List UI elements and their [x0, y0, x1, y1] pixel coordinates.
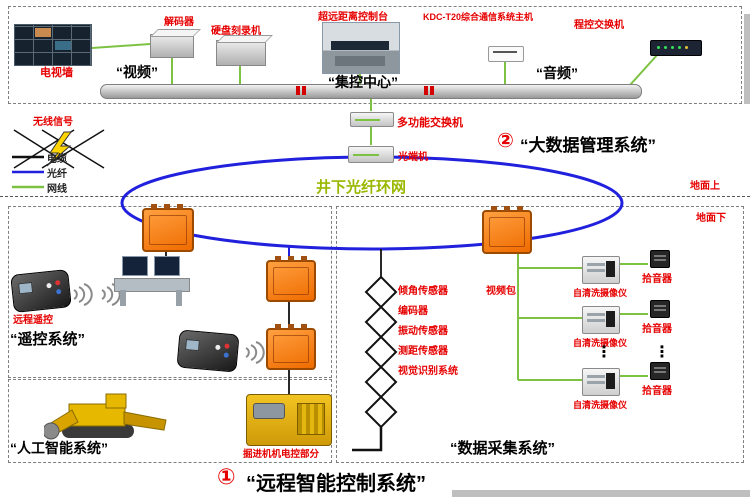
multi-switch-device [350, 112, 394, 127]
ellipsis-marker: ⋮ [596, 344, 612, 361]
pickup-label: 拾音器 [642, 324, 672, 335]
wifi-icon [245, 341, 265, 364]
remote-system-title: “遥控系统” [10, 331, 86, 348]
flameproof-box-device [142, 204, 194, 252]
optical-terminal-device [348, 146, 394, 163]
sensor-label: 编码器 [398, 306, 428, 317]
roadheader-image [42, 382, 179, 444]
ground-divider-line [0, 196, 750, 197]
self-cleaning-camera-device [582, 368, 620, 396]
camera-label: 自清洗摄像仪 [572, 288, 627, 298]
multi-switch-label: 多功能交换机 [397, 117, 463, 129]
daq-system-title: “数据采集系统” [450, 440, 556, 457]
pickup-device [650, 250, 670, 268]
big-data-title: “大数据管理系统” [520, 136, 656, 155]
camera-label: 自清洗摄像仪 [572, 400, 627, 410]
flameproof-box-device [482, 206, 532, 254]
pickup-label: 拾音器 [642, 274, 672, 285]
flameproof-box-device [266, 324, 316, 370]
desk-leg [120, 290, 126, 306]
sensor-label: 倾角传感器 [398, 286, 448, 297]
remote-console-label: 超远距离控制台 [318, 12, 388, 23]
desk-leg [176, 290, 182, 306]
decoder-device [150, 34, 194, 58]
ground-above-label: 地面上 [690, 181, 720, 192]
footer-number: ① [217, 464, 236, 489]
remote-controller-device [176, 329, 240, 373]
legend-cable-label: 电缆 [47, 154, 67, 165]
tv-wall-image [14, 24, 92, 66]
roadheader-graphic [42, 393, 167, 440]
wireless-signal-label: 无线信号 [33, 117, 73, 128]
video-pack-label: 视频包 [486, 286, 516, 297]
decoder-label: 解码器 [164, 17, 194, 28]
shadow-strip-right [744, 14, 750, 104]
flameproof-box-device [266, 256, 316, 302]
audio-group-label: “音频” [536, 65, 578, 81]
tv-wall-label: 电视墙 [40, 67, 73, 79]
remote-controller-device [10, 269, 72, 313]
monitor-icon [122, 256, 148, 276]
roadheader-control-unit-device [246, 394, 332, 446]
optical-terminal-label: 光端机 [398, 152, 428, 163]
ground-below-label: 地面下 [696, 213, 726, 224]
ai-system-title: “人工智能系统” [10, 440, 108, 456]
bus-port-marker [424, 86, 428, 95]
self-cleaning-camera-device [582, 256, 620, 284]
monitor-icon [154, 256, 180, 276]
camera-label: 自清洗摄像仪 [572, 338, 627, 348]
sensor-tower-icon [352, 275, 398, 452]
pickup-device [650, 300, 670, 318]
legend-network-label: 网线 [47, 184, 67, 195]
video-group-label: “视频” [116, 64, 158, 80]
pickup-label: 拾音器 [642, 386, 672, 397]
sensor-label: 测距传感器 [398, 346, 448, 357]
comm-host-label: KDC-T20综合通信系统主机 [423, 12, 534, 22]
fiber-ring-ellipse [120, 155, 624, 261]
fiber-ring-label: 井下光纤环网 [316, 179, 407, 196]
sensor-label: 振动传感器 [398, 326, 448, 337]
legend-fiber-label: 光纤 [47, 169, 67, 180]
footer-title: “远程智能控制系统” [246, 473, 426, 495]
ellipsis-marker: ⋮ [654, 344, 670, 361]
sensor-label: 视觉识别系统 [398, 366, 458, 377]
big-data-number: ② [497, 130, 514, 152]
daq-system-frame [336, 206, 744, 463]
bus-port-marker [296, 86, 300, 95]
remote-control-label: 远程遥控 [13, 315, 53, 326]
hdd-recorder-label: 硬盘刻录机 [211, 26, 261, 37]
comm-host-device [488, 46, 524, 62]
network-green-lines [91, 43, 659, 381]
roadheader-control-unit-label: 掘进机机电控部分 [243, 449, 320, 460]
operator-desk-image [114, 254, 190, 308]
control-center-label: “集控中心” [328, 74, 398, 90]
surface-section-frame [8, 6, 742, 104]
hdd-recorder-device [216, 40, 266, 66]
backbone-bus-bar [100, 84, 642, 99]
pbx-device [650, 40, 702, 56]
remote-system-frame [8, 206, 332, 378]
self-cleaning-camera-device [582, 306, 620, 334]
desk-surface [114, 278, 190, 292]
lightning-icon [46, 131, 72, 167]
shadow-strip-bottom [452, 490, 750, 497]
pbx-label: 程控交换机 [574, 20, 624, 31]
pickup-device [650, 362, 670, 380]
wifi-icon [73, 283, 93, 306]
control-console-image [322, 22, 400, 74]
